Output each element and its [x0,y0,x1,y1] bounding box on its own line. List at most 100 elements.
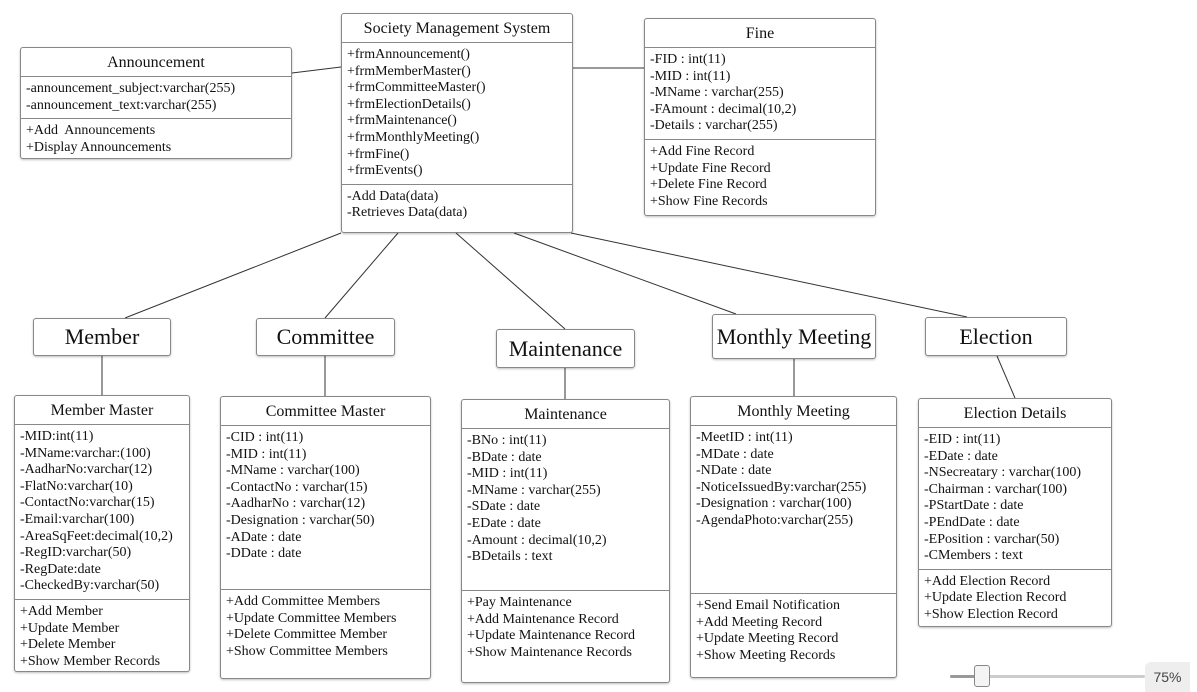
class-title: Monthly Meeting [691,397,896,426]
zoom-slider-fill [950,675,984,678]
attribute: -FID : int(11) [650,52,726,67]
method: +Show Committee Members [226,643,388,659]
methods-section: +Pay Maintenance +Add Maintenance Record… [462,590,669,665]
fine-class[interactable]: Fine -FID : int(11) -MID : int(11) -MNam… [644,18,876,216]
method: +Add Committee Members [226,594,381,609]
attribute: -RegDate:date [20,561,101,577]
attribute: -EPosition : varchar(50) [924,531,1060,547]
class-title: Fine [645,19,875,48]
class-title: Announcement [21,48,291,77]
method: +Show Member Records [20,653,161,669]
method: +Show Maintenance Records [467,644,632,660]
link-center-committee [324,232,399,319]
link-center-monthly-meeting [513,232,737,315]
attribute: -MID : int(11) [467,466,548,482]
attributes-section: -BNo : int(11) -BDate : date -MID : int(… [462,429,669,590]
attribute: -announcement_text:varchar(255) [26,97,217,113]
attribute: -PEndDate : date [924,514,1020,530]
attribute: -MName : varchar(255) [650,85,784,101]
operation: +frmCommitteeMaster() [347,80,486,96]
announcement-class[interactable]: Announcement -announcement_subject:varch… [20,47,292,159]
attribute: -PStartDate : date [924,498,1024,514]
method: +Show Fine Records [650,193,768,209]
method: +Update Meeting Record [696,631,839,647]
method: +Add Maintenance Record [467,611,619,627]
attribute: -CMembers : text [924,548,1023,564]
election-package[interactable]: Election [925,317,1067,356]
operation: +frmMemberMaster() [347,63,471,79]
attribute: -MName : varchar(100) [226,463,360,479]
member-package[interactable]: Member [33,318,171,356]
maintenance-class[interactable]: Maintenance -BNo : int(11) -BDate : date… [461,399,670,683]
attribute: -BDate : date [467,449,542,465]
methods-section: +Add Announcements +Display Announcement… [21,118,291,160]
attribute: -NoticeIssuedBy:varchar(255) [696,479,867,495]
attribute: -MName:varchar:(100) [20,445,151,461]
attribute: -NDate : date [696,463,772,479]
attribute: -ContactNo:varchar(15) [20,495,155,511]
attribute: -FlatNo:varchar(10) [20,478,133,494]
election-details-class[interactable]: Election Details -EID : int(11) -EDate :… [918,398,1112,627]
monthly-meeting-class[interactable]: Monthly Meeting -MeetID : int(11) -MDate… [690,396,897,678]
attributes-section: -announcement_subject:varchar(255) -anno… [21,77,291,118]
zoom-level-label: 75% [1145,662,1190,692]
attribute: -MID : int(11) [226,446,307,462]
attribute: -CheckedBy:varchar(50) [20,578,160,594]
attributes-section: -MeetID : int(11) -MDate : date -NDate :… [691,426,896,593]
class-title: Maintenance [462,400,669,429]
operation: +frmFine() [347,146,410,162]
operation: +frmMonthlyMeeting() [347,129,480,145]
committee-master-class[interactable]: Committee Master -CID : int(11) -MID : i… [220,396,431,679]
attribute: -EDate : date [467,515,541,531]
method: +Add Election Record [924,573,1051,589]
method: +Add Announcements [26,123,156,139]
method: +Update Member [20,620,120,636]
method: +Add Member [20,603,103,619]
attribute: -ADate : date [226,529,302,545]
maintenance-package[interactable]: Maintenance [496,329,635,368]
attribute: -MID:int(11) [20,429,94,444]
method: +Update Maintenance Record [467,628,636,644]
link-election-class [996,355,1016,399]
class-title: Committee Master [221,397,430,426]
zoom-control: 75% [950,662,1190,692]
class-title: Society Management System [342,14,572,43]
operation: +frmElectionDetails() [347,96,471,112]
attribute: -FAmount : decimal(10,2) [650,101,797,117]
attribute: -AadharNo : varchar(12) [226,496,366,512]
methods-section: +Add Election Record +Update Election Re… [919,568,1111,628]
method: +Update Fine Record [650,160,771,176]
attribute: -Email:varchar(100) [20,511,135,527]
zoom-slider-track[interactable] [950,675,1145,678]
method: +Delete Member [20,637,116,653]
society-management-system-class[interactable]: Society Management System +frmAnnounceme… [341,13,573,233]
monthly-meeting-package[interactable]: Monthly Meeting [712,314,876,359]
attribute: -announcement_subject:varchar(255) [26,81,236,96]
attribute: -BDetails : text [467,549,553,565]
method: +Add Fine Record [650,143,755,159]
methods-section: +Add Committee Members +Update Committee… [221,589,430,664]
class-title: Member Master [15,396,189,425]
method: +Pay Maintenance [467,595,572,610]
operation: +frmAnnouncement() [347,47,470,62]
attribute: -Designation : varchar(50) [226,512,375,528]
zoom-slider-handle[interactable] [974,665,990,687]
attribute: -RegID:varchar(50) [20,545,132,561]
methods-section: +Send Email Notification +Add Meeting Re… [691,593,896,668]
method: +Display Announcements [26,139,172,155]
attribute: -ContactNo : varchar(15) [226,479,368,495]
attributes-section: -EID : int(11) -EDate : date -NSecreatar… [919,428,1111,569]
operations-section: +frmAnnouncement() +frmMemberMaster() +f… [342,43,572,184]
methods-section: -Add Data(data) -Retrieves Data(data) [342,183,572,226]
attributes-section: -MID:int(11) -MName:varchar:(100) -Aadha… [15,425,189,599]
method: +Update Election Record [924,590,1067,606]
method: +Show Election Record [924,606,1058,622]
method: +Add Meeting Record [696,614,823,630]
member-master-class[interactable]: Member Master -MID:int(11) -MName:varcha… [14,395,190,672]
attribute: -Amount : decimal(10,2) [467,532,607,548]
committee-package[interactable]: Committee [256,318,395,356]
attribute: -DDate : date [226,546,302,562]
attribute: -CID : int(11) [226,430,304,445]
attribute: -MID : int(11) [650,68,731,84]
